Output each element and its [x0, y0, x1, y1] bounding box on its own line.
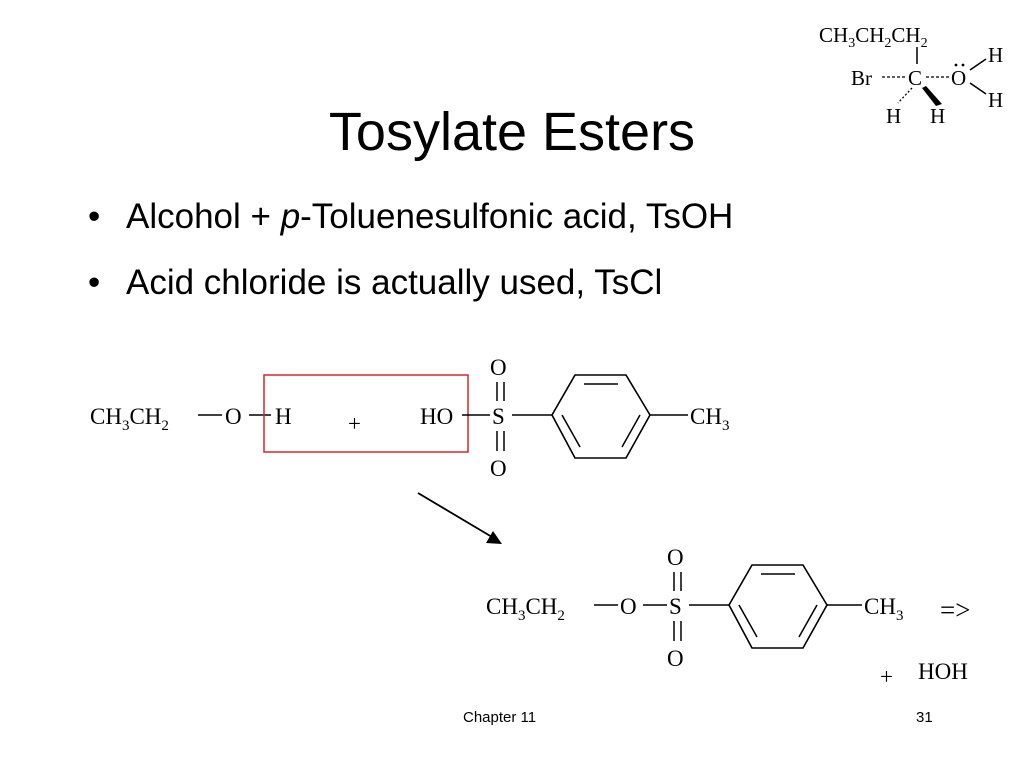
ethanol-oxygen-label: O — [225, 404, 242, 429]
product-ester-oxygen: O — [620, 594, 637, 619]
corner-h-top: H — [988, 43, 1003, 67]
product-ethyl-tosylate: CH3CH2 O S O O CH3 — [486, 545, 903, 671]
corner-structure: CH3CH2CH2 Br C O H H H H — [819, 23, 1003, 128]
product-benzene-ring — [728, 564, 828, 649]
tsoh-benzene-ring — [551, 374, 651, 459]
bullet-text-italic: p — [280, 197, 301, 236]
reactant-ethanol: CH3CH2 O H — [90, 404, 292, 434]
footer-chapter: Chapter 11 — [463, 709, 537, 726]
tsoh-sulfur-label: S — [492, 404, 505, 429]
corner-oxygen-label: O — [951, 66, 966, 90]
tsoh-oxygen-top: O — [490, 355, 507, 380]
bullet-dot: • — [88, 197, 101, 236]
bullet-dot: • — [88, 263, 101, 302]
bullet-list: •Alcohol + p-Toluenesulfonic acid, TsOH … — [88, 196, 733, 328]
next-slide-arrow[interactable]: => — [940, 595, 970, 625]
reactant-tsoh: HO S O O CH3 — [420, 355, 729, 481]
byproduct-water-label: HOH — [918, 659, 968, 684]
bullet-text: Acid chloride is actually used, TsCl — [126, 263, 663, 302]
reaction-arrow — [417, 492, 502, 544]
product-ethyl-label: CH3CH2 — [486, 594, 565, 624]
corner-h-left: H — [886, 104, 901, 128]
slide-title: Tosylate Esters — [328, 102, 696, 162]
tsoh-oxygen-bottom: O — [490, 456, 507, 481]
product-methyl-label: CH3 — [864, 594, 903, 624]
corner-h-bottom: H — [988, 88, 1003, 112]
product-sulfur-label: S — [669, 594, 682, 619]
corner-br-label: Br — [851, 66, 872, 90]
corner-propyl-label: CH3CH2CH2 — [819, 23, 928, 51]
ethanol-hydrogen-label: H — [275, 404, 292, 429]
reactant-plus-sign: + — [348, 411, 361, 436]
tsoh-ho-label: HO — [420, 404, 453, 429]
highlight-box — [263, 374, 469, 453]
tsoh-methyl-label: CH3 — [690, 404, 729, 434]
corner-c-label: C — [908, 66, 922, 90]
bullet-item: • Alcohol + p-Toluenesulfonic acid, TsOH — [88, 196, 733, 238]
ethyl-label: CH3CH2 — [90, 404, 169, 434]
product-oxygen-bottom: O — [667, 646, 684, 671]
bullet-text-post: -Toluenesulfonic acid, TsOH — [300, 197, 734, 236]
corner-h-right: H — [930, 104, 945, 128]
byproduct-plus-sign: + — [880, 664, 893, 689]
footer-page-number: 31 — [916, 709, 933, 726]
product-oxygen-top: O — [667, 545, 684, 570]
bullet-text-pre: Alcohol + — [126, 197, 281, 236]
bullet-item: • Acid chloride is actually used, TsCl — [88, 262, 733, 304]
